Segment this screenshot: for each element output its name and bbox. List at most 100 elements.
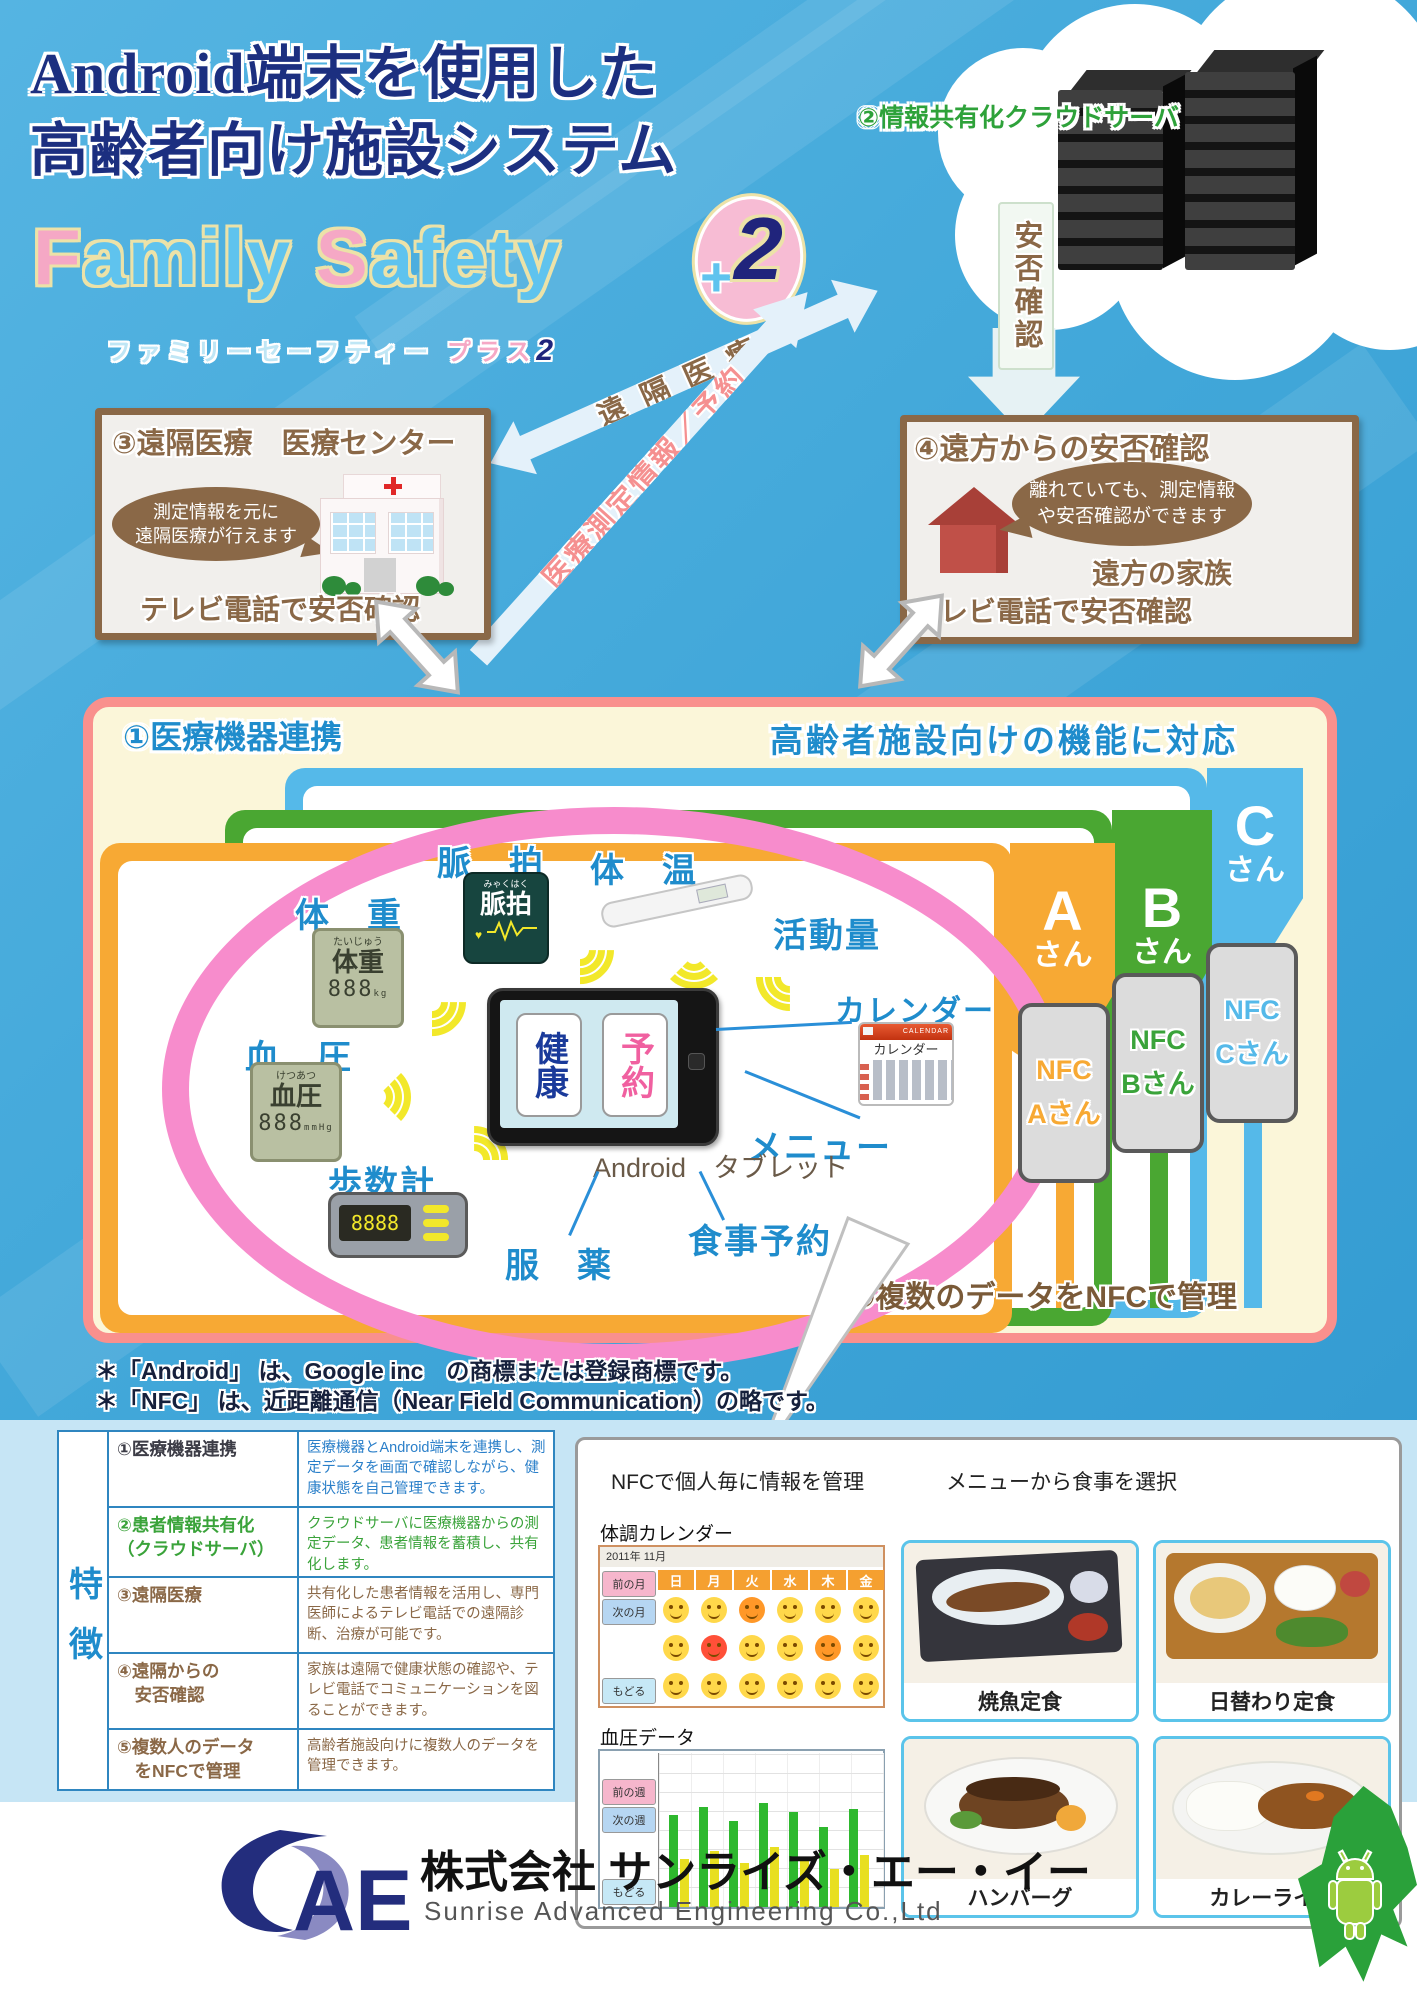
label-medication: 服 薬 xyxy=(505,1247,613,1285)
panel-header-left: ①医療機器連携 xyxy=(123,719,343,755)
food-image xyxy=(1156,1543,1388,1683)
safety-check-label: 安否確認 xyxy=(1010,220,1042,352)
food-label: 焼魚定食 xyxy=(904,1683,1136,1719)
server-icon xyxy=(1185,72,1295,270)
box4-speech-bubble: 離れていても、測定情報 や安否確認ができます xyxy=(1012,462,1252,546)
reservation-button[interactable]: 予約 xyxy=(602,1013,668,1117)
pulse-kanji: 脈拍 xyxy=(479,889,532,919)
mood-smiley xyxy=(739,1635,765,1661)
label-temperature: 体 温 xyxy=(590,852,698,890)
cloud-server-label: ②情報共有化クラウドサーバ xyxy=(858,104,1179,132)
mood-smiley xyxy=(815,1597,841,1623)
condition-calendar: 2011年 11月 前の月 次の月 もどる 日 月 火 水 木 金 xyxy=(598,1545,885,1708)
android-robot-icon xyxy=(1322,1851,1388,1954)
feature-row-desc: 高齢者施設向けに複数人のデータを管理できます。 xyxy=(297,1728,555,1789)
weight-scale-icon: たいじゅう 体重 888kg xyxy=(312,928,404,1028)
mood-smiley xyxy=(853,1673,879,1699)
pulse-waveform: ♥ xyxy=(475,918,537,942)
tab-a-san-label: さん xyxy=(1032,939,1093,972)
tab-b-san-label: さん xyxy=(1132,936,1192,969)
food-button-grilled-fish[interactable]: 焼魚定食 xyxy=(901,1540,1139,1722)
double-arrow xyxy=(858,593,944,689)
hospital-windows xyxy=(330,512,376,554)
bp-data-label: 血圧データ xyxy=(600,1728,696,1749)
box3-speech-bubble: 測定情報を元に 遠隔医療が行えます xyxy=(112,487,320,561)
label-activity: 活動量 xyxy=(773,917,881,955)
bp-next-button[interactable]: 次の週 xyxy=(602,1807,656,1833)
nfc-card-b-line1: NFC xyxy=(1130,1025,1186,1055)
day-header: 金 xyxy=(848,1570,884,1590)
food-button-daily-set[interactable]: 日替わり定食 xyxy=(1153,1540,1391,1722)
page-title-line2: 高齢者向け施設システム xyxy=(30,118,678,183)
tree-icon xyxy=(416,576,440,596)
sae-logo-ae: AE xyxy=(293,1853,412,1949)
footnote-nfc: ＊「NFC」 は、近距離通信（Near Field Communication）… xyxy=(95,1388,829,1414)
blood-pressure-icon: けつあつ 血圧 888mmHg xyxy=(250,1062,342,1162)
nfc-meal-panel: NFCで個人毎に情報を管理 メニューから食事を選択 体調カレンダー 2011年 … xyxy=(575,1437,1402,1929)
food-image xyxy=(904,1543,1136,1683)
mood-smiley xyxy=(777,1597,803,1623)
mood-smiley xyxy=(663,1597,689,1623)
bp-prev-button[interactable]: 前の週 xyxy=(602,1779,656,1805)
feature-row-desc: 医療機器とAndroid端末を連携し、測定データを画面で確認しながら、健康状態を… xyxy=(297,1432,555,1506)
svg-text:♥: ♥ xyxy=(475,928,482,942)
calendar-prev-button[interactable]: 前の月 xyxy=(602,1571,656,1597)
feature-row-desc: 家族は遠隔で健康状態の確認や、テレビ電話でコミュニケーションを図ることができます… xyxy=(297,1652,555,1728)
logo-letter: S xyxy=(315,213,370,301)
pedometer-icon: 8888 xyxy=(328,1192,468,1258)
day-header: 火 xyxy=(734,1570,770,1590)
product-logo: Family Safety xyxy=(33,212,562,303)
feature-row-name: ②患者情報共有化（クラウドサーバ） xyxy=(107,1506,297,1576)
tree-icon xyxy=(345,582,361,596)
tree-icon xyxy=(438,582,454,596)
logo-letters: afety xyxy=(369,213,562,301)
nfc-management-note: ⑤複数のデータをNFCで管理 xyxy=(850,1281,1238,1314)
bp-back-button[interactable]: もどる xyxy=(602,1879,656,1905)
feature-row-name: ⑤複数人のデータ をNFCで管理 xyxy=(107,1728,297,1789)
food-button-hamburger-steak[interactable]: ハンバーグ xyxy=(901,1736,1139,1918)
tablet-home-button[interactable] xyxy=(688,1053,705,1070)
mood-smiley xyxy=(853,1597,879,1623)
label-menu: メニュー xyxy=(748,1129,892,1167)
server-icon xyxy=(1058,90,1163,270)
mood-smiley xyxy=(815,1635,841,1661)
mood-smiley xyxy=(663,1673,689,1699)
day-header: 水 xyxy=(772,1570,808,1590)
health-button[interactable]: 健康 xyxy=(516,1013,582,1117)
nfc-card-b-line2: Bさん xyxy=(1121,1069,1195,1099)
company-name-en: Sunrise Advanced Engineering Co.,Ltd xyxy=(424,1896,943,1926)
weight-kana: たいじゅう xyxy=(333,937,383,948)
hospital-entrance xyxy=(364,558,396,592)
hospital-windows xyxy=(388,512,434,554)
wireless-icon xyxy=(343,1063,416,1136)
box3-title: ③遠隔医療 医療センター xyxy=(112,428,456,460)
mood-smiley xyxy=(777,1635,803,1661)
logo-num: 2 xyxy=(734,199,783,298)
feature-row-name: ③遠隔医療 xyxy=(107,1576,297,1652)
bp-value: 888mmHg xyxy=(258,1110,334,1136)
house-icon-roof xyxy=(928,487,1020,525)
calendar-next-button[interactable]: 次の月 xyxy=(602,1599,656,1625)
food-label: ハンバーグ xyxy=(904,1879,1136,1915)
label-meal-reservation: 食事予約 xyxy=(688,1223,832,1261)
weight-kanji: 体重 xyxy=(331,947,384,977)
feature-row-desc: クラウドサーバに医療機器からの測定データ、患者情報を蓄積し、共有化します。 xyxy=(297,1506,555,1576)
nfc-card-c-line1: NFC xyxy=(1224,995,1280,1025)
logo-plus: + xyxy=(700,245,733,308)
mood-smiley xyxy=(815,1673,841,1699)
nfc-card-a: NFC Aさん xyxy=(1018,1003,1110,1183)
box4-family-label: 遠方の家族 xyxy=(1092,558,1233,589)
bpanel-left-title: NFCで個人毎に情報を管理 xyxy=(611,1471,865,1494)
bp-kanji: 血圧 xyxy=(269,1081,322,1111)
box4-bubble-line1: 離れていても、測定情報 xyxy=(1028,480,1236,502)
day-header: 木 xyxy=(810,1570,846,1590)
calendar-back-button[interactable]: もどる xyxy=(602,1678,656,1704)
safety-check-box: 安否確認 xyxy=(998,202,1054,370)
sae-logo: AE xyxy=(221,1830,412,1949)
calendar-title: 2011年 11月 xyxy=(600,1547,883,1567)
red-cross-icon xyxy=(384,477,402,495)
logo-letters: amily xyxy=(82,213,293,301)
mood-smiley xyxy=(777,1673,803,1699)
kana-num: 2 xyxy=(536,334,560,367)
pulse-monitor-icon: みゃくはく 脈拍 ♥ xyxy=(463,872,549,964)
